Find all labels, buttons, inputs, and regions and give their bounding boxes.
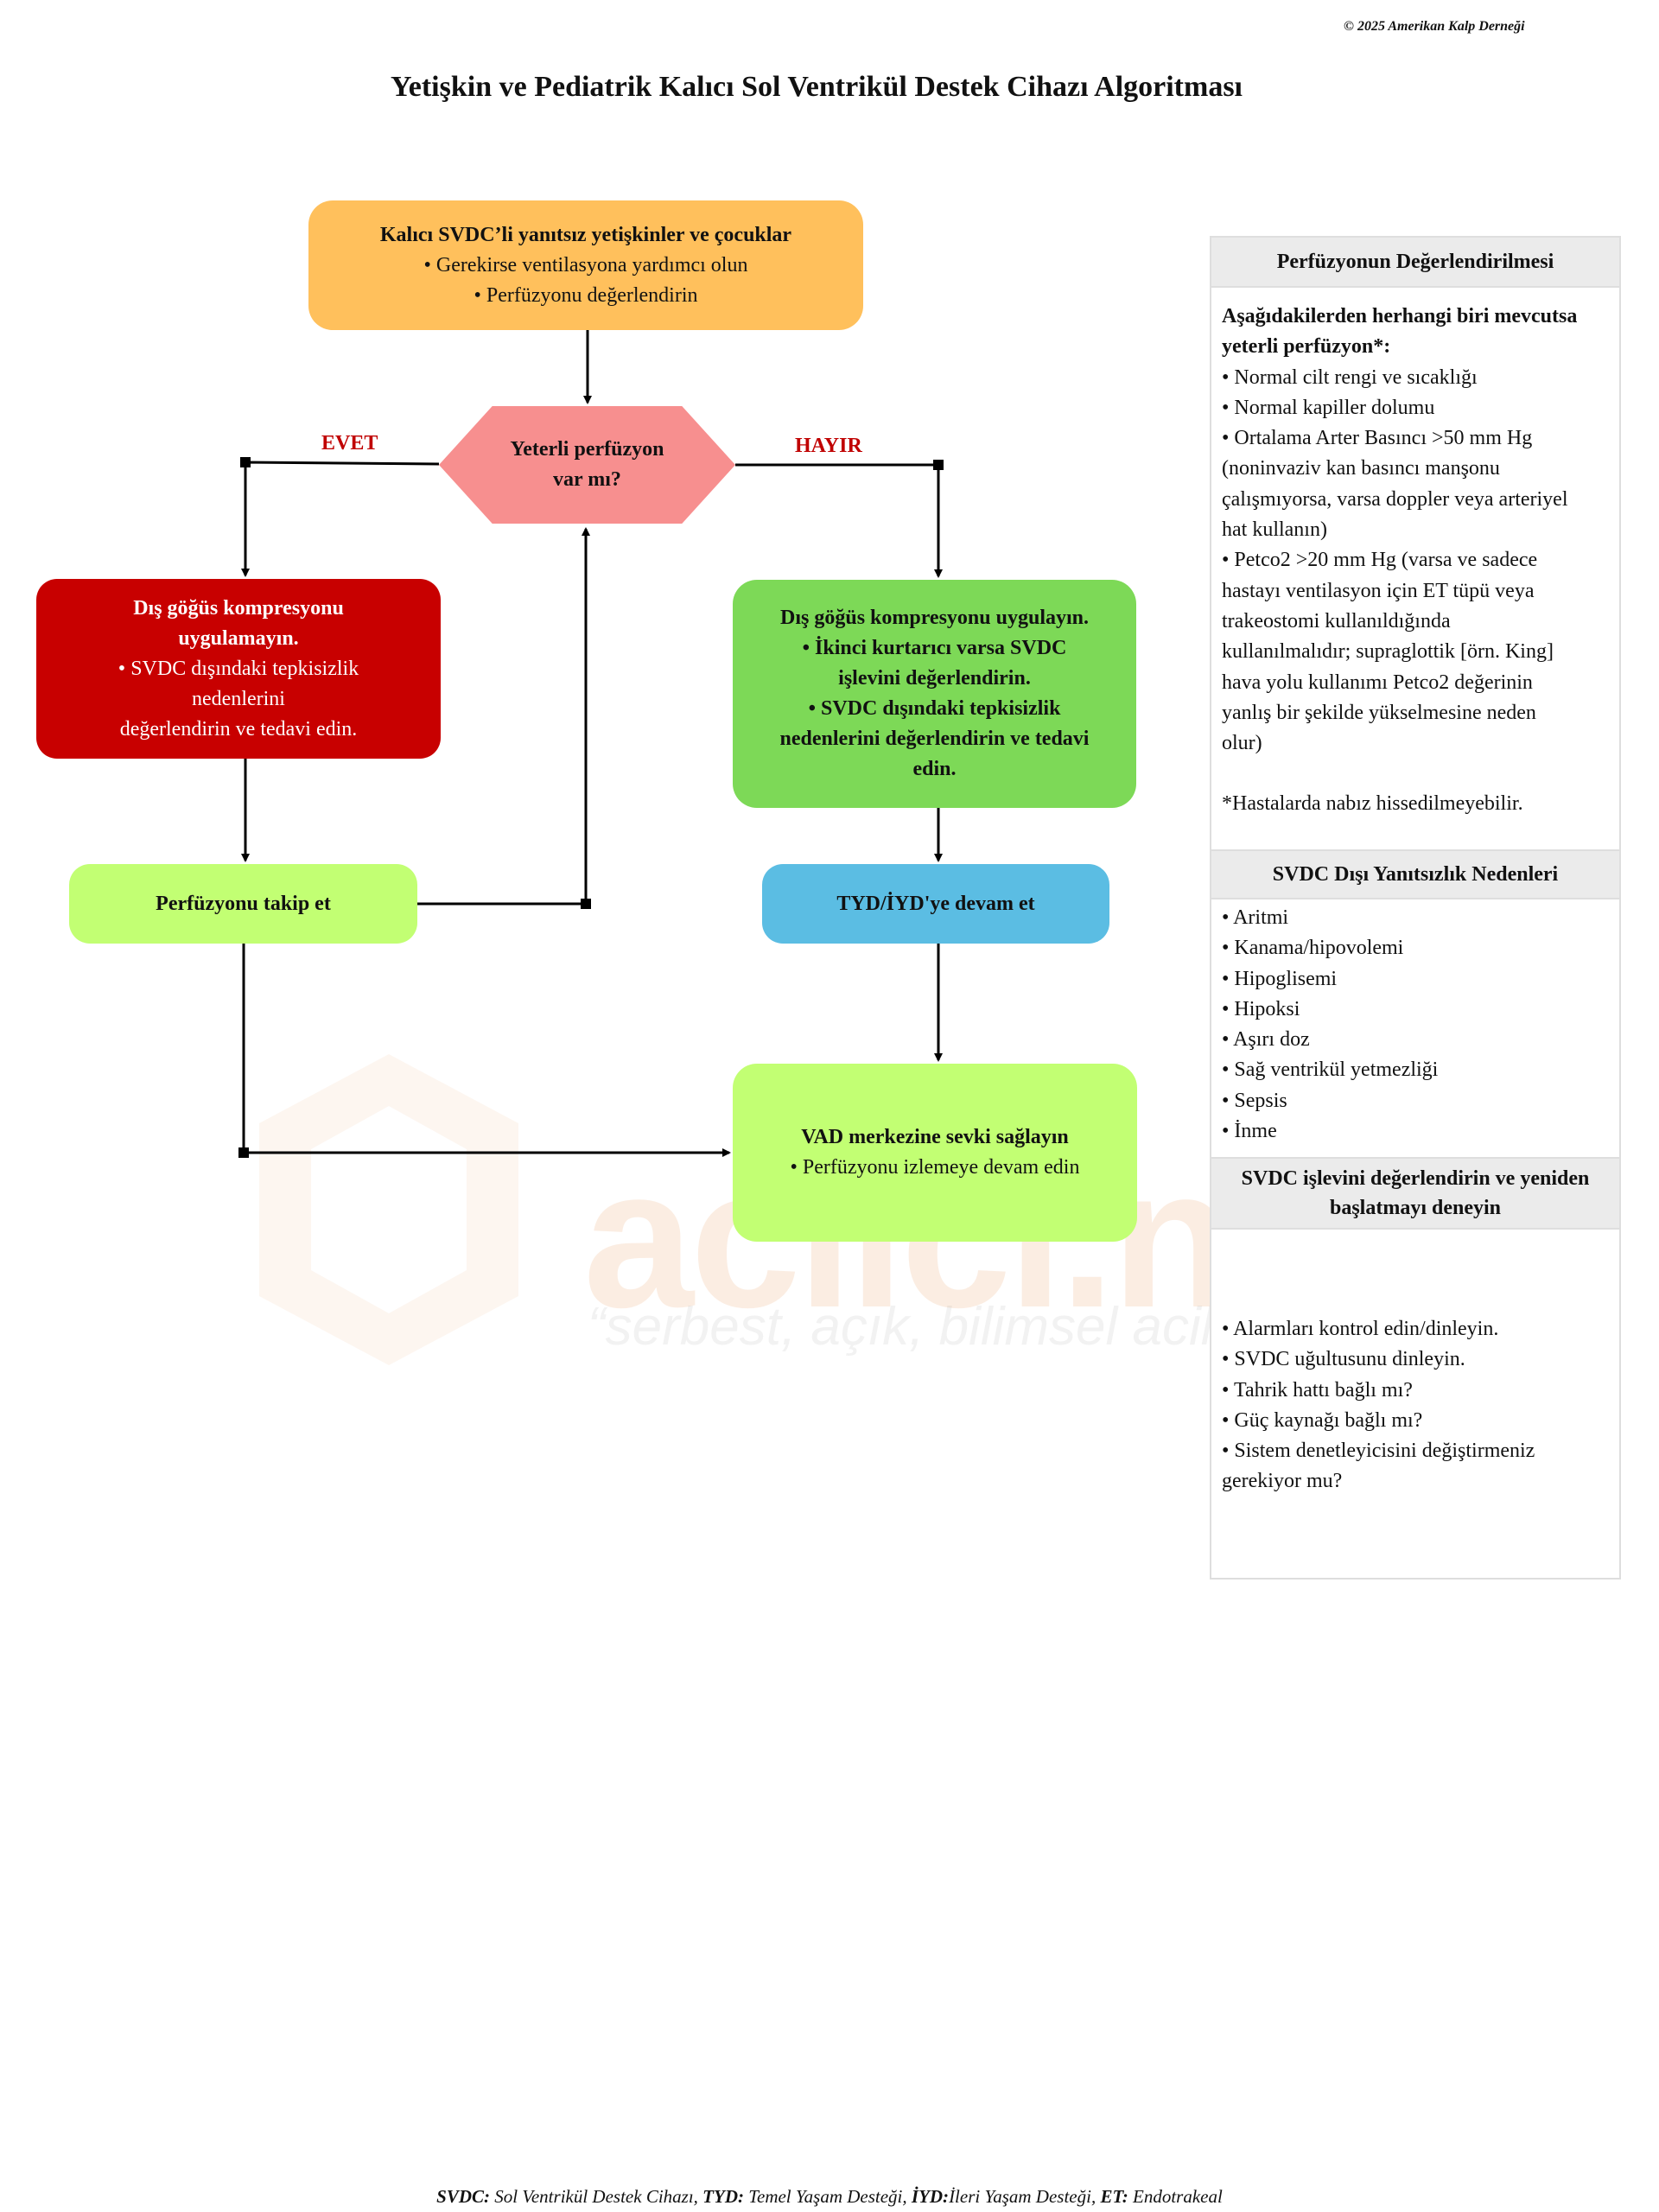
panel-body-device-check: • Alarmları kontrol edin/dinleyin. • SVD… bbox=[1211, 1230, 1619, 1497]
cause-item: • Aşırı doz bbox=[1222, 1028, 1310, 1052]
footer-abbr: İYD: bbox=[911, 2186, 950, 2207]
start-node: Kalıcı SVDC’li yanıtsız yetişkinler ve ç… bbox=[308, 200, 863, 330]
footer-def: Temel Yaşam Desteği, bbox=[744, 2186, 912, 2207]
compression-text: nedenlerini değerlendirin ve tedavi bbox=[779, 728, 1090, 750]
panel-heading-causes: SVDC Dışı Yanıtsızlık Nedenleri bbox=[1211, 849, 1619, 899]
junction-no bbox=[933, 460, 944, 470]
compression-text: • SVDC dışındaki tepkisizlik bbox=[808, 697, 1061, 720]
vad-referral-node: VAD merkezine sevki sağlayın • Perfüzyon… bbox=[733, 1064, 1137, 1242]
panel-heading-device-check: SVDC işlevini değerlendirin ve yeniden b… bbox=[1211, 1157, 1619, 1230]
decision-node: Yeterli perfüzyon var mı? bbox=[439, 406, 735, 524]
perfusion-line: hastayı ventilasyon için ET tüpü veya bbox=[1222, 579, 1535, 602]
footer-abbr: ET: bbox=[1100, 2186, 1128, 2207]
no-compression-title: Dış göğüs kompresyonu bbox=[133, 596, 344, 620]
no-compression-text: değerlendirin ve tedavi edin. bbox=[119, 717, 358, 741]
cause-item: • Aritmi bbox=[1222, 906, 1289, 929]
junction-follow-loop bbox=[581, 899, 591, 909]
perfusion-line: hava yolu kullanımı Petco2 değerinin bbox=[1222, 671, 1533, 694]
vad-referral-bullet: • Perfüzyonu izlemeye devam edin bbox=[790, 1156, 1080, 1179]
cause-item: • Hipoksi bbox=[1222, 997, 1300, 1020]
perfusion-note: *Hastalarda nabız hissedilmeyebilir. bbox=[1222, 792, 1523, 816]
cause-item: • Sağ ventrikül yetmezliği bbox=[1222, 1058, 1439, 1082]
perfusion-line: (noninvaziv kan basıncı manşonu bbox=[1222, 457, 1500, 480]
cause-item: • İnme bbox=[1222, 1120, 1277, 1143]
follow-perfusion-node: Perfüzyonu takip et bbox=[69, 864, 417, 944]
perfusion-line: • Petco2 >20 mm Hg (varsa ve sadece bbox=[1222, 549, 1538, 572]
connector-decision-no bbox=[735, 463, 943, 578]
cause-item: • Kanama/hipovolemi bbox=[1222, 937, 1404, 960]
watermark-slogan: “serbest, açık, bilimsel acil tıp” bbox=[588, 1297, 1306, 1357]
copyright-notice: © 2025 Amerikan Kalp Derneği bbox=[1344, 19, 1525, 34]
compression-text: edin. bbox=[912, 758, 957, 780]
panel-heading-perfusion: Perfüzyonun Değerlendirilmesi bbox=[1211, 238, 1619, 288]
perfusion-line: olur) bbox=[1222, 732, 1262, 755]
perfusion-line: trakeostomi kullanıldığında bbox=[1222, 609, 1451, 632]
decision-text-line: var mı? bbox=[553, 468, 621, 491]
info-panel: Perfüzyonun Değerlendirilmesi Aşağıdakil… bbox=[1210, 236, 1621, 1580]
cause-item: • Hipoglisemi bbox=[1222, 967, 1338, 990]
device-check-item: gerekiyor mu? bbox=[1222, 1470, 1343, 1493]
footer-abbr: SVDC: bbox=[436, 2186, 491, 2207]
continue-cpr-label: TYD/İYD'ye devam et bbox=[836, 892, 1035, 915]
compression-text: • İkinci kurtarıcı varsa SVDC bbox=[802, 637, 1067, 659]
perfusion-line: hat kullanın) bbox=[1222, 518, 1327, 542]
perfusion-line: • Ortalama Arter Basıncı >50 mm Hg bbox=[1222, 427, 1533, 450]
start-bullet: • Perfüzyonu değerlendirin bbox=[474, 283, 698, 307]
device-check-item: • Sistem denetleyicisini değiştirmeniz bbox=[1222, 1440, 1535, 1463]
perfusion-intro: Aşağıdakilerden herhangi biri mevcutsa bbox=[1222, 305, 1578, 327]
perfusion-line: kullanılmalıdır; supraglottik [örn. King… bbox=[1222, 640, 1554, 664]
follow-perfusion-label: Perfüzyonu takip et bbox=[156, 892, 331, 915]
footer-abbr: TYD: bbox=[702, 2186, 744, 2207]
branch-label-no: HAYIR bbox=[795, 435, 862, 457]
connector-decision-yes bbox=[241, 461, 440, 577]
cause-item: • Sepsis bbox=[1222, 1089, 1287, 1112]
perfusion-intro: yeterli perfüzyon*: bbox=[1222, 335, 1391, 359]
footer-def: Endotrakeal bbox=[1128, 2186, 1223, 2207]
perfusion-line: çalışmıyorsa, varsa doppler veya arteriy… bbox=[1222, 487, 1568, 511]
junction-follow-vad bbox=[238, 1147, 249, 1158]
device-check-item: • Güç kaynağı bağlı mı? bbox=[1222, 1408, 1423, 1432]
perfusion-line: • Normal cilt rengi ve sıcaklığı bbox=[1222, 365, 1478, 389]
page-title: Yetişkin ve Pediatrik Kalıcı Sol Ventrik… bbox=[390, 71, 1243, 103]
start-bullet: • Gerekirse ventilasyona yardımcı olun bbox=[423, 253, 748, 276]
junction-yes bbox=[240, 457, 251, 467]
compression-text: Dış göğüs kompresyonu uygulayın. bbox=[780, 607, 1089, 629]
start-title: Kalıcı SVDC’li yanıtsız yetişkinler ve ç… bbox=[379, 223, 792, 246]
watermark-logo-icon bbox=[259, 1054, 518, 1365]
footer-def: İleri Yaşam Desteği, bbox=[949, 2186, 1101, 2207]
device-check-item: • Tahrik hattı bağlı mı? bbox=[1222, 1378, 1413, 1402]
compression-node: Dış göğüs kompresyonu uygulayın. • İkinc… bbox=[733, 580, 1136, 808]
device-check-item: • Alarmları kontrol edin/dinleyin. bbox=[1222, 1318, 1499, 1340]
device-check-item: • SVDC uğultusunu dinleyin. bbox=[1222, 1348, 1465, 1371]
continue-cpr-node: TYD/İYD'ye devam et bbox=[762, 864, 1109, 944]
abbreviations-footer: SVDC: Sol Ventrikül Destek Cihazı, TYD: … bbox=[0, 2186, 1659, 2208]
panel-body-causes: • Aritmi • Kanama/hipovolemi • Hipoglise… bbox=[1211, 899, 1619, 1157]
no-compression-text: • SVDC dışındaki tepkisizlik bbox=[118, 657, 359, 680]
no-compression-node: Dış göğüs kompresyonu uygulamayın. • SVD… bbox=[36, 579, 441, 759]
decision-text-line: Yeterli perfüzyon bbox=[510, 438, 664, 461]
panel-body-perfusion: Aşağıdakilerden herhangi biri mevcutsa y… bbox=[1211, 288, 1619, 849]
compression-text: işlevini değerlendirin. bbox=[838, 667, 1031, 690]
branch-label-yes: EVET bbox=[321, 432, 378, 454]
vad-referral-title: VAD merkezine sevki sağlayın bbox=[801, 1126, 1069, 1148]
perfusion-line: yanlış bir şekilde yükselmesine neden bbox=[1222, 701, 1536, 724]
connector-follow-to-decision bbox=[417, 527, 590, 906]
no-compression-title: uygulamayın. bbox=[178, 626, 299, 650]
footer-def: Sol Ventrikül Destek Cihazı, bbox=[490, 2186, 703, 2207]
no-compression-text: nedenlerini bbox=[192, 687, 285, 710]
perfusion-line: • Normal kapiller dolumu bbox=[1222, 396, 1435, 419]
